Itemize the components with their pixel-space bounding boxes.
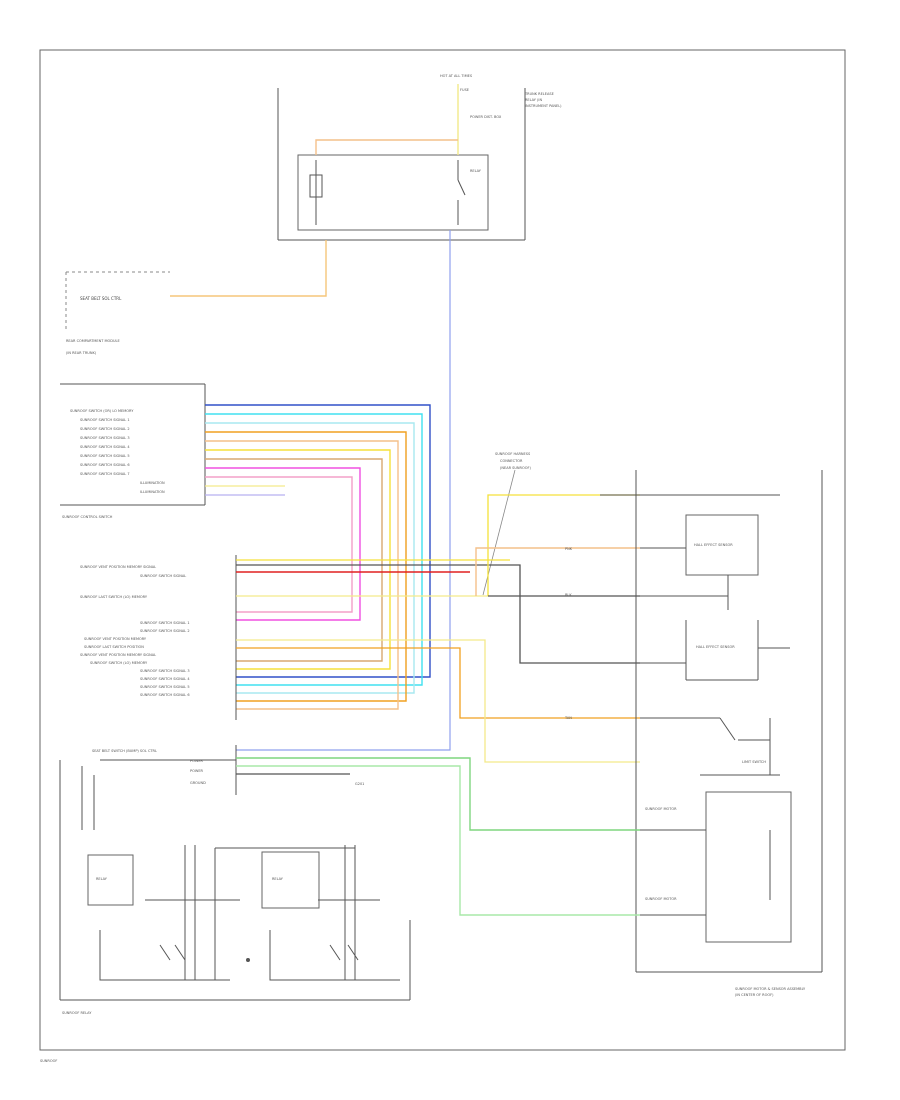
relay-name-label: RELAY	[470, 169, 482, 173]
fuse-label-2: FUSE	[460, 88, 469, 92]
wire-tag-blk: BLK	[565, 593, 572, 597]
harness-label: SUNROOF HARNESS	[495, 452, 531, 456]
lower-pin-2: POWER	[190, 759, 204, 763]
relay-b-label: RELAY	[272, 877, 284, 881]
limit-switch-label: LIMIT SWITCH	[742, 760, 766, 764]
wire-relay-to-module	[170, 240, 327, 297]
switch-pin-3: SUNROOF SWITCH SIGNAL 2	[80, 427, 130, 431]
module-pin-7: SUNROOF LAST SWITCH POSITION	[84, 645, 144, 649]
wire-tag-tan: TAN	[564, 716, 572, 720]
switch-pin-5: SUNROOF SWITCH SIGNAL 4	[80, 445, 130, 449]
module-pin-9: SUNROOF SWITCH (LO) MEMORY	[90, 661, 148, 665]
hall-sensor-2-label: HALL EFFECT SENSOR	[696, 645, 735, 649]
module-pin-5: SUNROOF SWITCH SIGNAL 2	[140, 629, 190, 633]
switch-pin-labels: SUNROOF SWITCH (OR) LO MEMORY SUNROOF SW…	[70, 409, 165, 494]
motor-switch-label: SUNROOF MOTOR	[645, 807, 677, 811]
module-pin-6: SUNROOF VENT POSITION MEMORY	[84, 637, 147, 641]
lower-pin-4: GROUND	[190, 781, 206, 785]
outer-frame	[39, 49, 846, 1051]
switch-pin-4: SUNROOF SWITCH SIGNAL 3	[80, 436, 130, 440]
relay-box-title-2: RELAY (IN	[525, 98, 542, 102]
relay-box	[297, 154, 489, 231]
left-module-label: SEAT BELT SOL CTRL	[80, 296, 122, 301]
relay-a-box	[87, 854, 134, 906]
sunroof-relay-label: SUNROOF RELAY	[62, 1011, 92, 1015]
switch-pin-7: SUNROOF SWITCH SIGNAL 6	[80, 463, 130, 467]
fuse-label: HOT AT ALL TIMES	[440, 74, 473, 78]
switch-to-module-wires	[205, 404, 431, 710]
hall-sensor-1-label: HALL EFFECT SENSOR	[694, 543, 733, 547]
module-pin-3: SUNROOF LAST SWITCH (LO) MEMORY	[80, 595, 148, 599]
switch-block-label: SUNROOF CONTROL SWITCH	[62, 515, 113, 519]
wire-tag-pnk: PNK	[565, 547, 573, 551]
left-module-label-2: REAR COMPARTMENT MODULE	[66, 339, 120, 343]
module-pin-2: SUNROOF SWITCH SIGNAL	[140, 574, 186, 578]
module-pin-4: SUNROOF SWITCH SIGNAL 1	[140, 621, 190, 625]
switch-pin-2: SUNROOF SWITCH SIGNAL 1	[80, 418, 130, 422]
lower-pin-1: SEAT BELT SWITCH (BUMP) SOL CTRL	[92, 749, 157, 753]
switch-pin-8: SUNROOF SWITCH SIGNAL 7	[80, 472, 130, 476]
motor-label: SUNROOF MOTOR	[645, 897, 677, 901]
left-module-section: SEAT BELT SOL CTRL REAR COMPARTMENT MODU…	[65, 240, 327, 355]
harness-label-2: CONNECTOR	[500, 459, 523, 463]
right-module-label: SUNROOF MOTOR & SENSOR ASSEMBLY	[735, 987, 806, 991]
relay-section: RELAY HOT AT ALL TIMES FUSE POWER DIST. …	[277, 74, 562, 241]
module-pin-12: SUNROOF SWITCH SIGNAL 5	[140, 685, 190, 689]
relay-box-title: TRUNK RELEASE	[524, 92, 554, 96]
harness-label-3: (NEAR SUNROOF)	[500, 466, 531, 470]
relay-box-title-3: INSTRUMENT PANEL)	[525, 104, 562, 108]
module-pin-1: SUNROOF VENT POSITION MEMORY SIGNAL	[80, 565, 156, 569]
hall-sensor-1	[685, 514, 759, 576]
switch-pin-6: SUNROOF SWITCH SIGNAL 5	[80, 454, 130, 458]
module-connector: SUNROOF VENT POSITION MEMORY SIGNAL SUNR…	[80, 555, 237, 720]
right-module: HALL EFFECT SENSOR HALL EFFECT SENSOR LI…	[600, 470, 823, 997]
switch-block: SUNROOF CONTROL SWITCH SUNROOF SWITCH (O…	[60, 383, 206, 519]
left-module-label-3: (IN REAR TRUNK)	[66, 351, 97, 355]
relay-b-box	[261, 851, 320, 909]
fuse-label-3: POWER DIST. BOX	[470, 115, 502, 119]
motor-box	[705, 791, 792, 943]
footer-label: SUNROOF	[40, 1059, 57, 1063]
module-pin-8: SUNROOF VENT POSITION MEMORY SIGNAL	[80, 653, 156, 657]
switch-pin-10: ILLUMINATION	[140, 490, 165, 494]
module-pin-10: SUNROOF SWITCH SIGNAL 3	[140, 669, 190, 673]
switch-pin-1: SUNROOF SWITCH (OR) LO MEMORY	[70, 409, 134, 413]
wire-relay-to-sunroof	[236, 230, 451, 751]
switch-pin-9: ILLUMINATION	[140, 481, 165, 485]
relay-a-label: RELAY	[96, 877, 108, 881]
ground-label: G201	[355, 782, 364, 786]
lower-pin-3: POWER	[190, 769, 204, 773]
module-pin-13: SUNROOF SWITCH SIGNAL 6	[140, 693, 190, 697]
right-module-label-2: (IN CENTER OF ROOF)	[735, 993, 774, 997]
lower-connector: SEAT BELT SWITCH (BUMP) SOL CTRL POWER P…	[81, 745, 640, 916]
module-pin-11: SUNROOF SWITCH SIGNAL 4	[140, 677, 190, 681]
bottom-relays: RELAY RELAY SUNROOF RELAY SUNROOF	[40, 760, 411, 1063]
module-to-motor-wires	[236, 494, 640, 763]
module-pin-labels: SUNROOF VENT POSITION MEMORY SIGNAL SUNR…	[80, 565, 190, 697]
